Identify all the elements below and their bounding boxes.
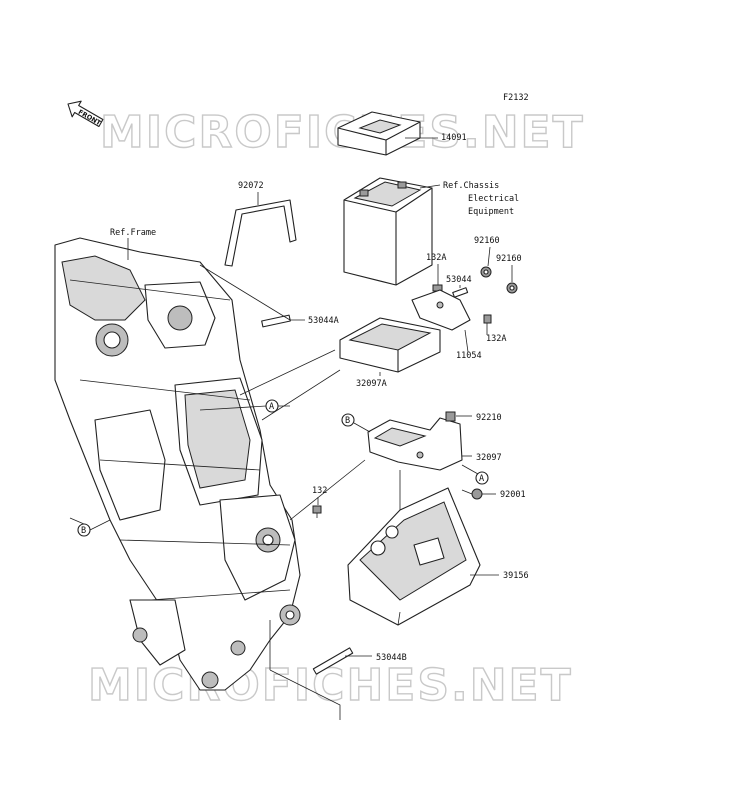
nut-92160-a: [480, 266, 492, 278]
bolt-132a-bottom: [483, 314, 492, 335]
ref-frame-label: Ref.Frame: [110, 228, 156, 238]
callout-a-lower: [475, 471, 489, 485]
battery-cover-drawing: [337, 111, 421, 156]
clip-92210: [445, 411, 456, 422]
figure-code: F2132: [503, 93, 529, 103]
ref-chassis-label-1: Ref.Chassis: [443, 181, 499, 191]
watermark-bottom: MICROFICHES.NET: [88, 660, 573, 711]
part-label-53044b: 53044B: [376, 653, 407, 663]
part-label-32097: 32097: [476, 453, 502, 463]
rod-53044a: [261, 314, 291, 328]
part-label-11054: 11054: [456, 351, 482, 361]
grommet-53044: [452, 287, 469, 298]
callout-b-upper-label: B: [345, 416, 350, 426]
svg-text:FRONT: FRONT: [77, 108, 103, 128]
frame-drawing: [54, 237, 301, 691]
part-label-132: 132: [312, 486, 327, 496]
rod-53044b: [312, 647, 354, 675]
nut-92160-b: [506, 282, 518, 294]
part-label-53044a: 53044A: [308, 316, 339, 326]
ref-chassis-label-3: Equipment: [468, 207, 514, 217]
callout-b-upper: [341, 413, 355, 427]
part-label-92160-a: 92160: [474, 236, 500, 246]
part-label-14091: 14091: [441, 133, 467, 143]
ref-chassis-label-2: Electrical: [468, 194, 519, 204]
part-label-92001: 92001: [500, 490, 526, 500]
part-label-32097a: 32097A: [356, 379, 387, 389]
battery-drawing: [343, 177, 433, 286]
part-label-92210: 92210: [476, 413, 502, 423]
part-label-132a-top: 132A: [426, 253, 446, 263]
part-label-92072: 92072: [238, 181, 264, 191]
callout-a-upper-label: A: [269, 402, 274, 412]
battery-case-drawing: [339, 289, 471, 373]
part-label-53044: 53044: [446, 275, 472, 285]
part-label-92160-b: 92160: [496, 254, 522, 264]
callout-b-left-label: B: [81, 526, 86, 536]
part-label-132a-bottom: 132A: [486, 334, 506, 344]
bolt-92001: [461, 488, 483, 500]
battery-strap-drawing: [224, 199, 297, 267]
part-label-39156: 39156: [503, 571, 529, 581]
bolt-132: [312, 505, 322, 518]
tray-39156-drawing: [347, 470, 481, 626]
bracket-32097-drawing: [367, 417, 463, 471]
callout-a-lower-label: A: [479, 474, 484, 484]
